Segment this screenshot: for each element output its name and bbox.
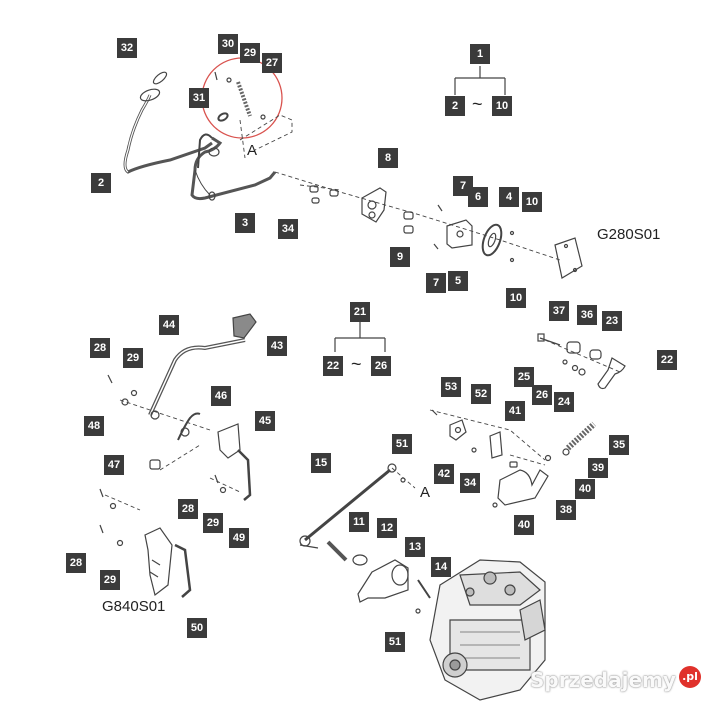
- callout-47: 47: [104, 455, 124, 475]
- callout-40b: 40: [514, 515, 534, 535]
- callout-13: 13: [405, 537, 425, 557]
- callout-10b: 10: [506, 288, 526, 308]
- callout-35: 35: [609, 435, 629, 455]
- callout-43: 43: [267, 336, 287, 356]
- callout-28: 28: [90, 338, 110, 358]
- callout-9: 9: [390, 247, 410, 267]
- callout-40: 40: [575, 479, 595, 499]
- callout-12: 12: [377, 518, 397, 538]
- code-lower: G840S01: [102, 598, 166, 615]
- pedal-pad-43-part: [232, 313, 257, 339]
- callout-21: 21: [350, 302, 370, 322]
- callout-53: 53: [441, 377, 461, 397]
- bracket-45-part: [217, 423, 241, 459]
- plate-8-part: [361, 187, 387, 223]
- callout-4: 4: [499, 187, 519, 207]
- spring-35-part: [565, 421, 597, 451]
- callout-range-start-22: 22: [323, 356, 343, 376]
- lever-38-part: [497, 469, 549, 506]
- callout-42: 42: [434, 464, 454, 484]
- callout-52: 52: [471, 384, 491, 404]
- callout-44: 44: [159, 315, 179, 335]
- range-tilde-upper: ~: [472, 94, 483, 114]
- callout-24: 24: [554, 392, 574, 412]
- callout-29: 29: [240, 43, 260, 63]
- range-tilde-lower: ~: [351, 354, 362, 374]
- callout-37: 37: [549, 301, 569, 321]
- callout-45: 45: [255, 411, 275, 431]
- callout-22-right: 22: [657, 350, 677, 370]
- callout-30: 30: [218, 34, 238, 54]
- callout-29-mid: 29: [203, 513, 223, 533]
- callout-41: 41: [505, 401, 525, 421]
- transmission-body: [429, 559, 546, 701]
- callout-5: 5: [448, 271, 468, 291]
- code-upper: G280S01: [597, 226, 661, 243]
- callout-11: 11: [349, 512, 369, 532]
- reference-a-upper: A: [247, 142, 258, 159]
- watermark-badge: .pl: [679, 666, 701, 688]
- bolt-11-part: [326, 540, 348, 562]
- callout-23: 23: [602, 311, 622, 331]
- callout-46: 46: [211, 386, 231, 406]
- callout-39: 39: [588, 458, 608, 478]
- callout-29-low: 29: [100, 570, 120, 590]
- spring-27-part: [236, 81, 252, 117]
- callout-34: 34: [278, 219, 298, 239]
- clevis-52-part: [449, 419, 467, 441]
- callout-1: 1: [470, 44, 490, 64]
- callout-15: 15: [311, 453, 331, 473]
- callout-28-low: 28: [66, 553, 86, 573]
- callout-31: 31: [189, 88, 209, 108]
- callout-3: 3: [235, 213, 255, 233]
- callout-36: 36: [577, 305, 597, 325]
- callout-29-left: 29: [123, 348, 143, 368]
- callout-25: 25: [514, 367, 534, 387]
- callout-34-right: 34: [460, 473, 480, 493]
- lever-13-part: [357, 559, 409, 603]
- callout-51: 51: [392, 434, 412, 454]
- callout-50: 50: [187, 618, 207, 638]
- callout-7b: 7: [426, 273, 446, 293]
- plate-50-part: [144, 527, 173, 597]
- rod-49-part: [237, 449, 252, 501]
- bolt-47-part: [149, 459, 161, 470]
- callout-38: 38: [556, 500, 576, 520]
- callout-49: 49: [229, 528, 249, 548]
- callout-28-mid: 28: [178, 499, 198, 519]
- callout-6: 6: [468, 187, 488, 207]
- bracket-41-part: [489, 431, 503, 459]
- lever-22-part: [597, 357, 626, 390]
- clevis-part: [446, 219, 473, 249]
- cover-plate-part: [554, 237, 583, 279]
- spring-46-part: [177, 412, 201, 441]
- callout-32: 32: [117, 38, 137, 58]
- watermark-text: Sprzedajemy: [530, 668, 676, 692]
- callout-51b: 51: [385, 632, 405, 652]
- callout-14: 14: [431, 557, 451, 577]
- washer-12-part: [352, 554, 368, 566]
- callout-2: 2: [91, 173, 111, 193]
- callout-8: 8: [378, 148, 398, 168]
- disc-part: [481, 223, 503, 257]
- callout-range-end-26: 26: [371, 356, 391, 376]
- reference-a-lower: A: [420, 484, 431, 501]
- callout-10: 10: [522, 192, 542, 212]
- rod-15-part: [304, 468, 391, 542]
- callout-26: 26: [532, 385, 552, 405]
- callout-range-start-2: 2: [445, 96, 465, 116]
- pedal-pad-part: [152, 71, 168, 85]
- callout-27: 27: [262, 53, 282, 73]
- callout-range-end-10: 10: [492, 96, 512, 116]
- callout-48: 48: [84, 416, 104, 436]
